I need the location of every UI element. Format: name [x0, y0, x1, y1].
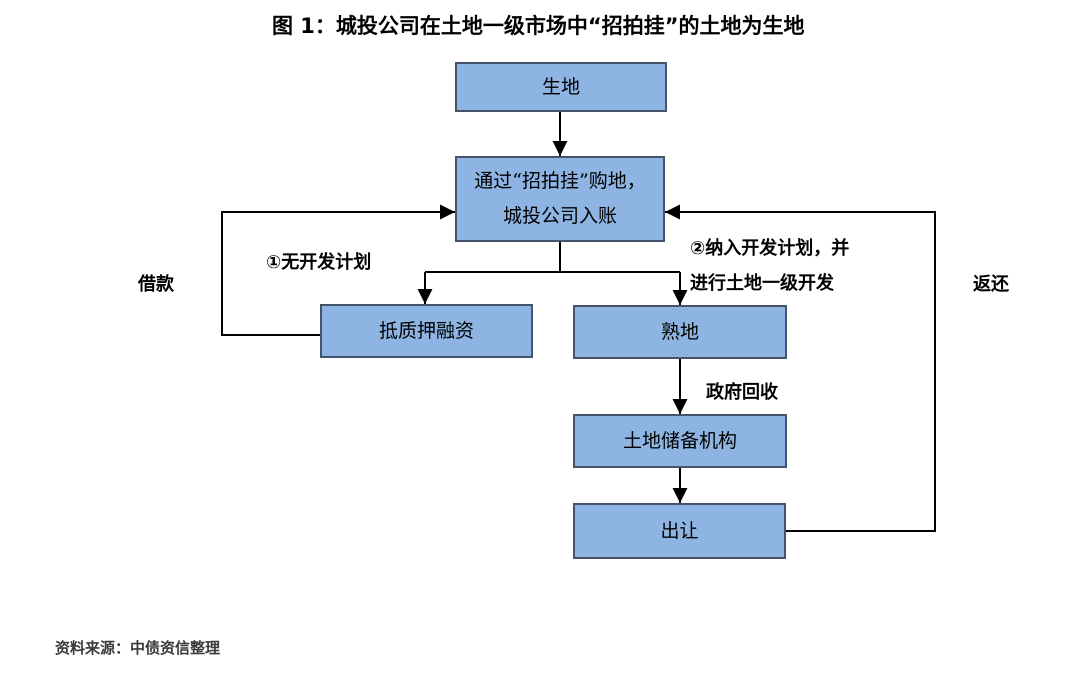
edge-label-return: 返还	[973, 274, 1009, 295]
edge-label-gov-reclaim: 政府回收	[706, 382, 778, 403]
edge-label-loan: 借款	[138, 274, 174, 295]
edge-label-no-dev-plan: ①无开发计划	[266, 252, 372, 273]
node-raw-land: 生地	[455, 62, 667, 112]
node-mortgage-financing: 抵质押融资	[320, 304, 533, 358]
node-purchase-via-auction: 通过“招拍挂”购地，城投公司入账	[455, 156, 665, 242]
figure-title: 图 1：城投公司在土地一级市场中“招拍挂”的土地为生地	[272, 14, 805, 38]
edge-label-dev-plan-line2: 进行土地一级开发	[690, 273, 834, 294]
edge-label-dev-plan-line1: ②纳入开发计划，并	[690, 238, 850, 259]
edge-label-dev-plan: ②纳入开发计划，并 进行土地一级开发	[690, 231, 849, 301]
node-land-reserve-agency: 土地储备机构	[573, 414, 787, 468]
node-transfer: 出让	[573, 503, 786, 559]
node-developed-land: 熟地	[573, 305, 787, 359]
source-note: 资料来源：中债资信整理	[55, 640, 221, 657]
